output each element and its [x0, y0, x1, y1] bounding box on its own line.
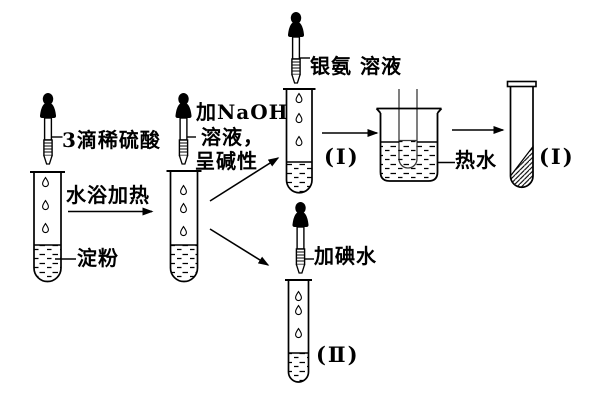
label-tube-I: (Ⅰ): [324, 144, 360, 169]
test-tube-II-icon: [285, 279, 312, 383]
silver-mirror-hatch: [509, 144, 534, 188]
test-tube-in-bath-icon: [398, 89, 418, 169]
test-tube-starch-icon: [30, 171, 76, 283]
label-water-bath-heating: 水浴加热: [66, 183, 150, 207]
branch-up-arrow-icon: [209, 157, 280, 202]
label-starch: 淀粉: [77, 246, 119, 270]
label-naoh-line3: 呈碱性: [195, 149, 258, 173]
label-iodine-water: 加碘水: [314, 244, 377, 268]
label-silver-ammonia: 银氨 溶液: [310, 54, 402, 78]
label-tube-II: (Ⅱ): [316, 342, 360, 367]
label-hot-water: 热水: [455, 148, 497, 172]
beaker-hot-water-icon: [375, 89, 455, 182]
dropper-naoh-icon: [174, 92, 193, 165]
label-result-tube-I: (Ⅰ): [539, 144, 575, 169]
label-naoh-line2: 溶液，: [201, 125, 264, 149]
dropper-acid-icon: [39, 92, 57, 165]
label-acid-drops: 3滴稀硫酸: [62, 128, 161, 152]
dropper-iodine-icon: [291, 201, 310, 274]
label-naoh-line1: 加NaOH: [196, 100, 289, 124]
test-tube-result-silver-mirror-icon: [506, 80, 537, 189]
dropper-silver-ammonia-icon: [287, 11, 305, 84]
test-tube-hydrolysate-icon: [166, 170, 202, 283]
test-tube-I-icon: [283, 88, 316, 194]
branch-down-arrow-icon: [209, 228, 270, 266]
